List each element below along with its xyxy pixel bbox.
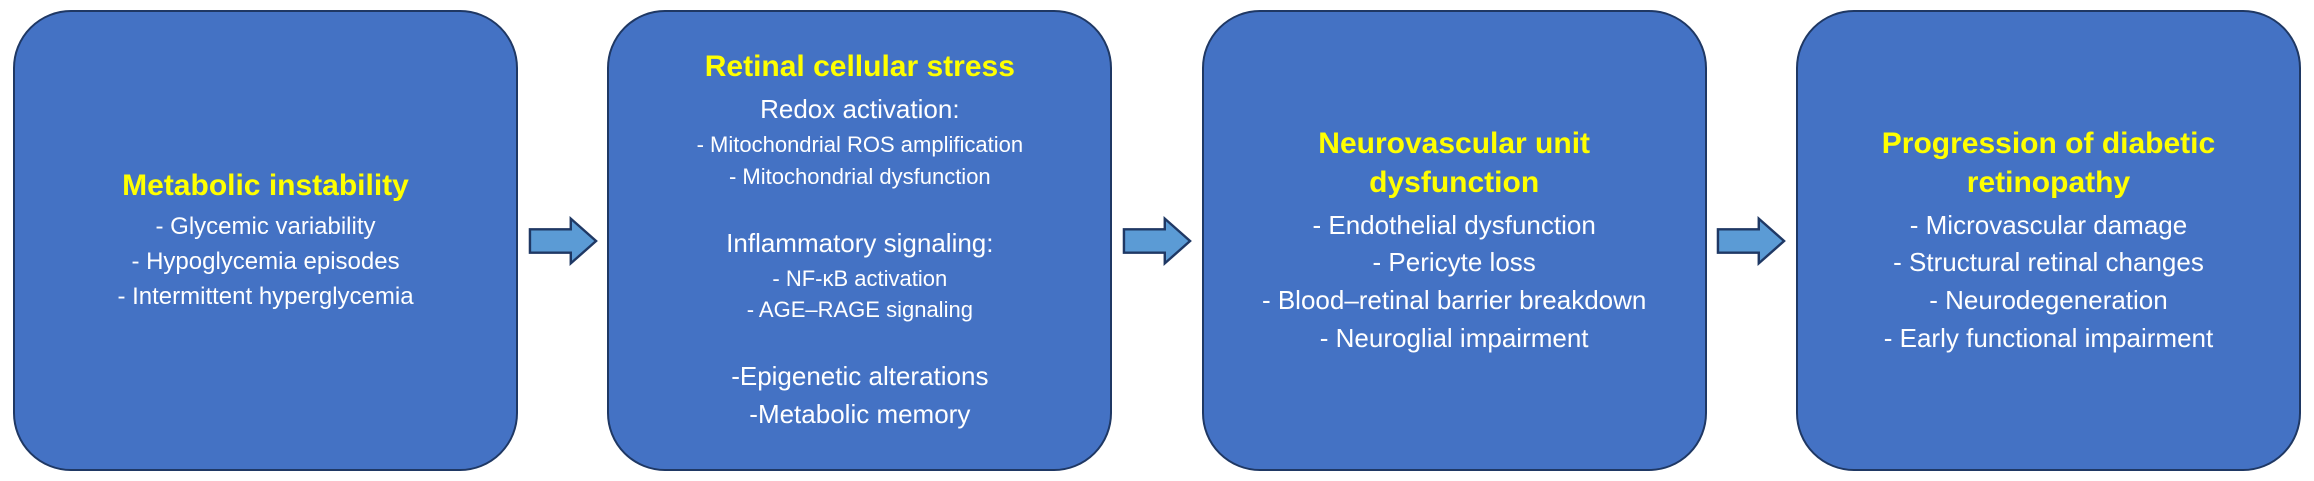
node-line: - Microvascular damage (1909, 209, 2188, 240)
right-arrow-icon (528, 215, 598, 266)
redox-activation-group: Redox activation: - Mitochondrial ROS am… (697, 91, 1023, 192)
node-line: - Neurodegeneration (1929, 285, 2168, 315)
node-line: - Hypoglycemia episodes (131, 248, 400, 276)
inflammatory-signaling-group: Inflammatory signaling: - NF-κB activati… (726, 225, 993, 326)
node-line: - NF-κB activation (772, 265, 948, 291)
node-line: - Structural retinal changes (1893, 247, 2204, 278)
node-retinal-cellular-stress: Retinal cellular stress Redox activation… (607, 10, 1113, 471)
node-line: - Intermittent hyperglycemia (117, 282, 414, 310)
right-arrow-icon (1717, 215, 1787, 266)
right-arrow-icon (1122, 215, 1192, 266)
node-line: - Neuroglial impairment (1319, 322, 1589, 353)
node-line: - AGE–RAGE signaling (746, 297, 973, 323)
node-line: - Pericyte loss (1372, 247, 1536, 278)
node-line: - Blood–retinal barrier breakdown (1261, 285, 1647, 315)
node-line: - Early functional impairment (1883, 322, 2214, 353)
node-line: - Mitochondrial ROS amplification (696, 132, 1024, 158)
node-title: Neurovascular unit dysfunction (1318, 126, 1591, 199)
epigenetic-group: -Epigenetic alterations -Metabolic memor… (731, 358, 988, 433)
node-line: - Glycemic variability (155, 213, 376, 241)
node-title: Progression of diabetic retinopathy (1881, 126, 2216, 199)
node-title: Metabolic instability (122, 169, 409, 203)
flow-arrow-1 (518, 215, 607, 267)
node-progression-diabetic-retinopathy: Progression of diabetic retinopathy - Mi… (1795, 10, 2301, 471)
node-line: -Epigenetic alterations (731, 361, 989, 392)
node-neurovascular-unit-dysfunction: Neurovascular unit dysfunction - Endothe… (1201, 10, 1707, 471)
flow-arrow-3 (1707, 215, 1796, 267)
node-line: - Mitochondrial dysfunction (728, 163, 991, 189)
node-line: -Metabolic memory (749, 398, 971, 429)
node-title: Retinal cellular stress (704, 50, 1015, 84)
group-heading: Redox activation: (760, 94, 960, 125)
flow-arrow-2 (1112, 215, 1201, 267)
group-heading: Inflammatory signaling: (726, 227, 994, 258)
node-line: - Endothelial dysfunction (1312, 209, 1596, 240)
node-metabolic-instability: Metabolic instability - Glycemic variabi… (13, 10, 518, 471)
